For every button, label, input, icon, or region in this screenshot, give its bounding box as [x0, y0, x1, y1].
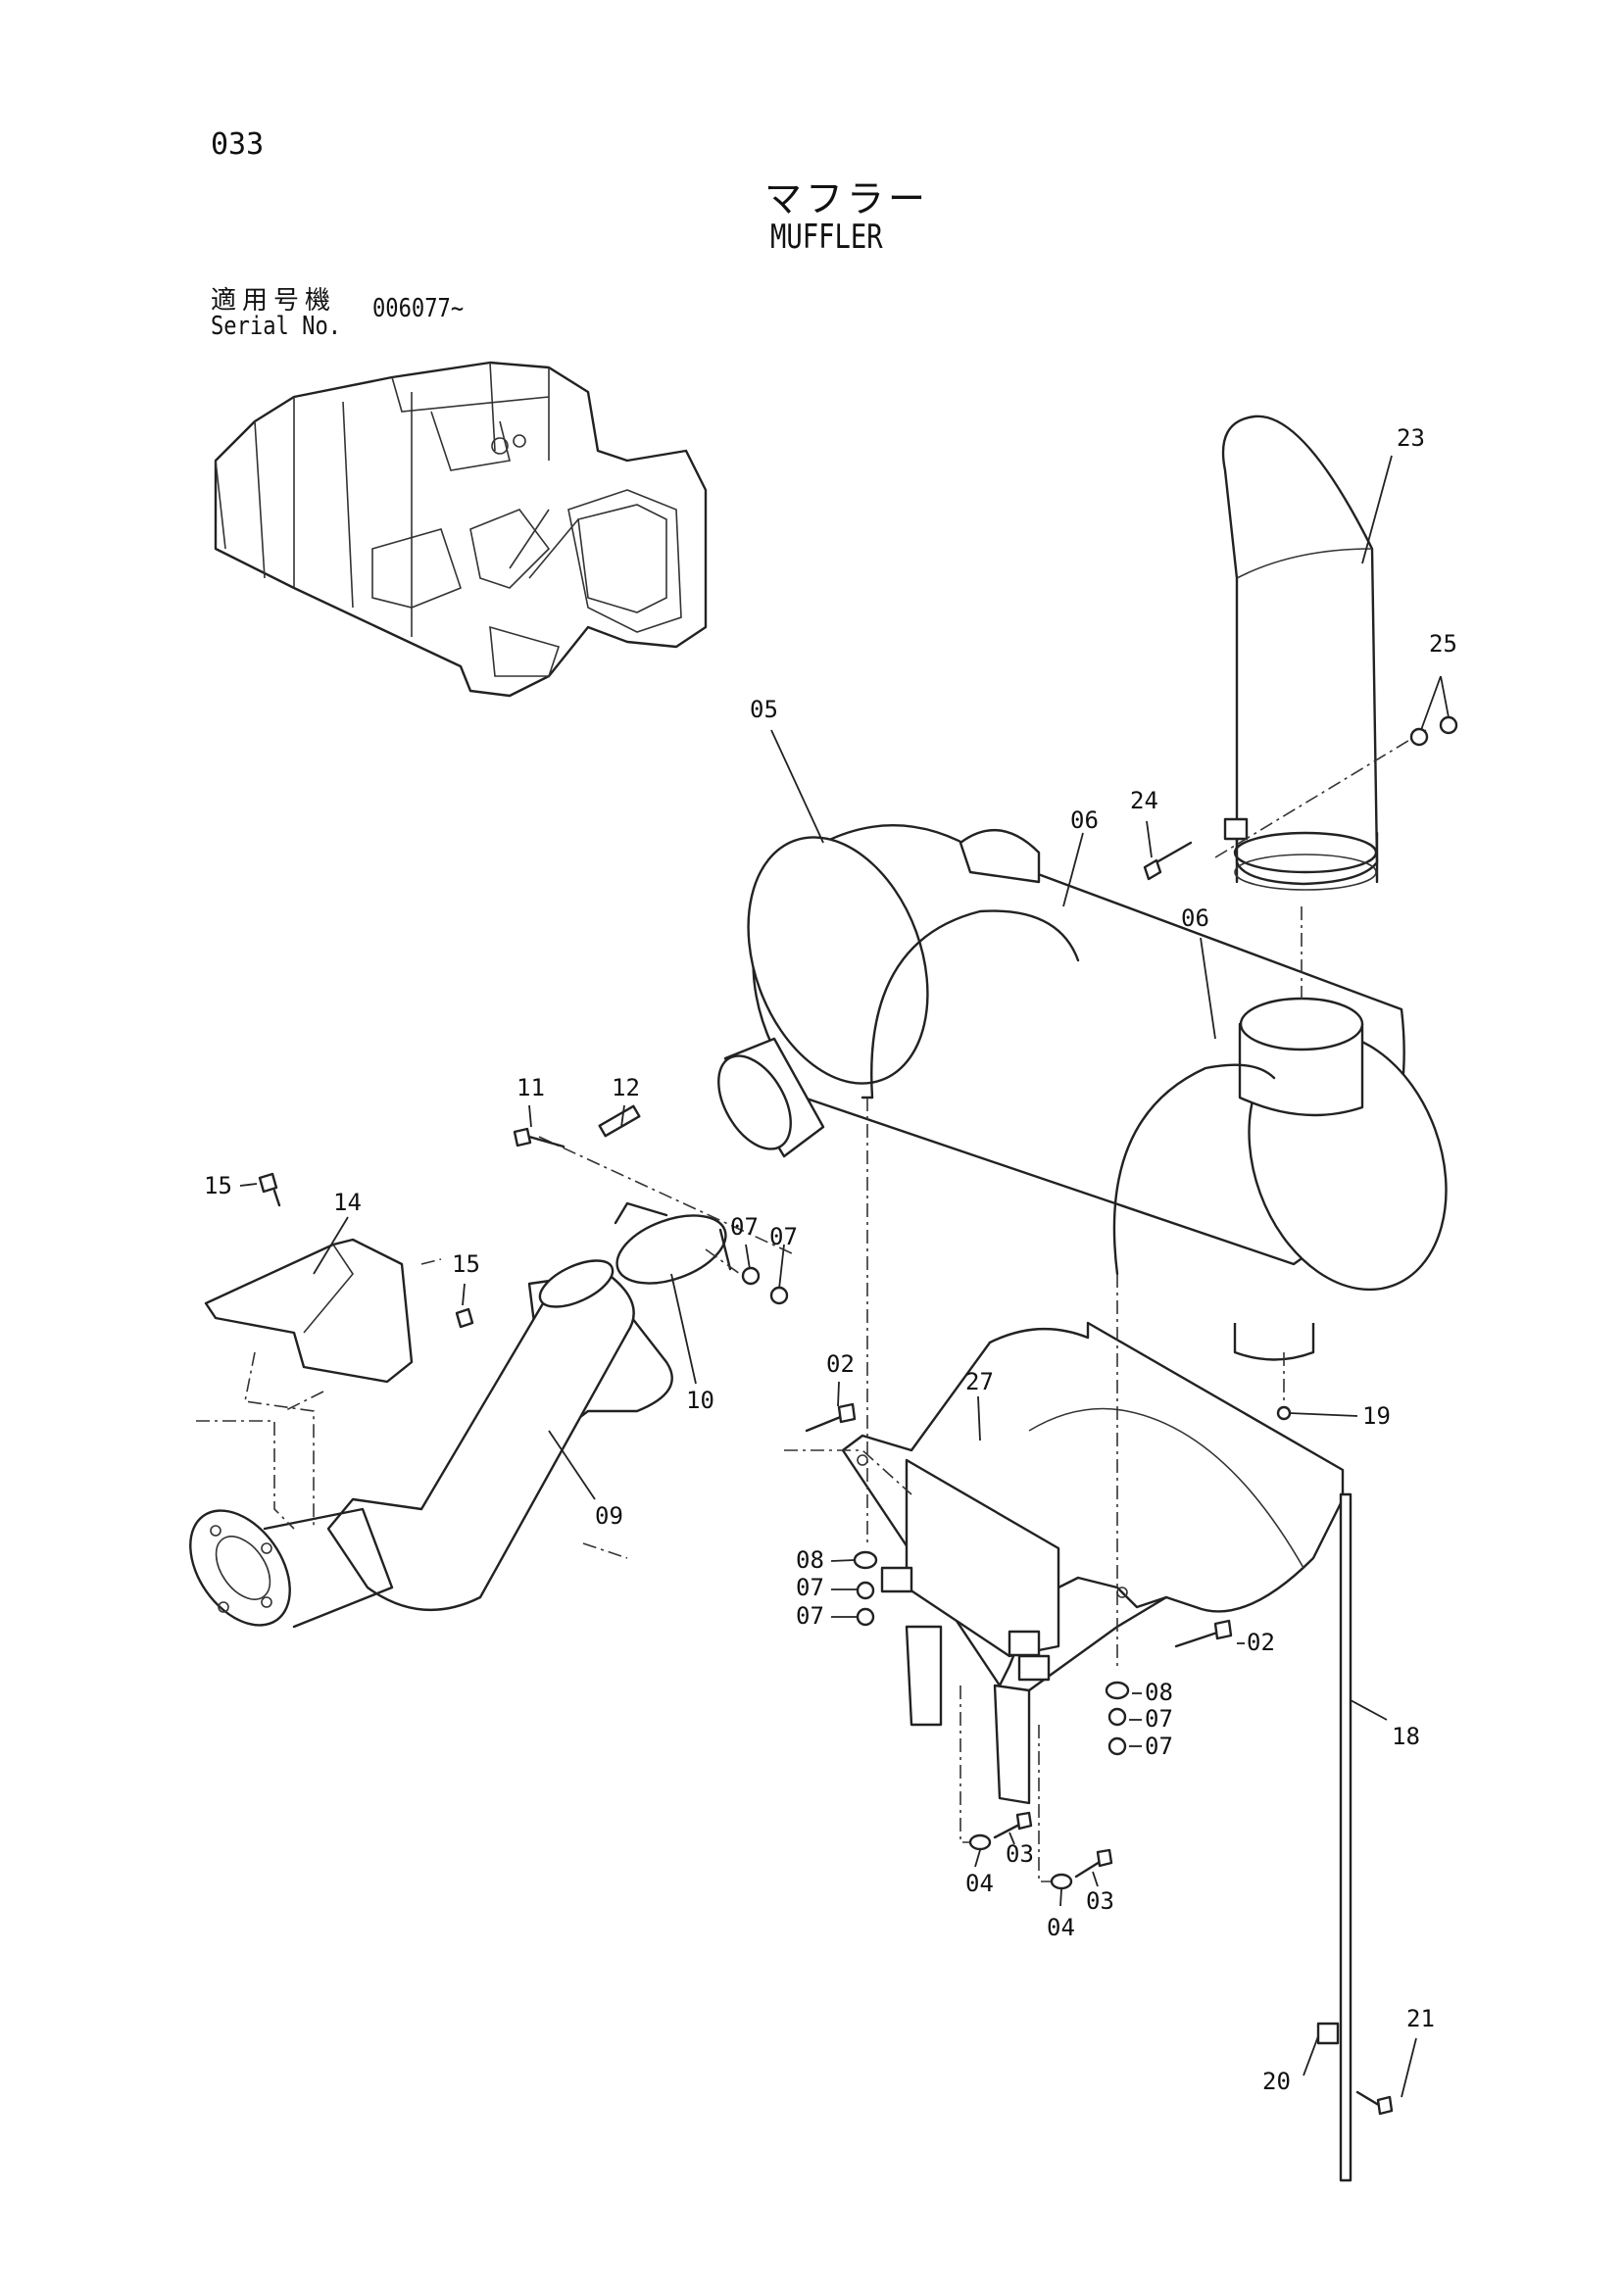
callout-07: 07: [730, 1213, 759, 1241]
heat-cover-14: [204, 1238, 414, 1384]
callout-25: 25: [1429, 630, 1457, 658]
callout-10: 10: [686, 1387, 714, 1414]
callout-04: 04: [1047, 1914, 1075, 1941]
clamp-10: [614, 1201, 732, 1285]
callout-07: 07: [796, 1602, 824, 1630]
callout-06: 06: [1070, 806, 1099, 834]
callout-04: 04: [965, 1870, 994, 1897]
callout-07: 07: [769, 1223, 798, 1250]
page-title: MUFFLER: [770, 218, 883, 257]
callout-05: 05: [750, 696, 778, 723]
callout-11: 11: [516, 1074, 545, 1101]
callout-08: 08: [1145, 1679, 1173, 1706]
bracket-27: [841, 1321, 1345, 1805]
serial-label-japanese: 適用号機: [211, 286, 337, 316]
drain-rod-18: [1316, 1492, 1352, 2182]
callout-15: 15: [204, 1172, 232, 1199]
page-number: 033: [211, 127, 265, 162]
fasteners: [258, 715, 1458, 2116]
callout-12: 12: [612, 1074, 640, 1101]
leader-lines: [239, 455, 1450, 2098]
callout-08: 08: [796, 1546, 824, 1574]
serial-label: Serial No.: [211, 312, 342, 341]
callout-labels: 05 06 06 23 25 24 11 12 15 14 15 07 07 1…: [204, 424, 1457, 2095]
callout-15: 15: [452, 1250, 480, 1278]
callout-07: 07: [1145, 1705, 1173, 1733]
callout-03: 03: [1086, 1887, 1114, 1915]
exhaust-pipe-09: [189, 1259, 673, 1629]
callout-06: 06: [1181, 904, 1209, 932]
machine-overview-illustration: [214, 361, 708, 698]
callout-02: 02: [826, 1350, 855, 1378]
callout-14: 14: [333, 1189, 362, 1216]
callout-19: 19: [1362, 1402, 1391, 1430]
assembly-lines: [196, 729, 1427, 1882]
callout-27: 27: [965, 1368, 994, 1395]
tail-pipe-23: [1221, 415, 1379, 891]
callout-07: 07: [1145, 1733, 1173, 1760]
callout-03: 03: [1006, 1840, 1034, 1868]
callout-02: 02: [1247, 1629, 1275, 1656]
callout-07: 07: [796, 1574, 824, 1601]
callout-24: 24: [1130, 787, 1158, 814]
callout-18: 18: [1392, 1723, 1420, 1750]
callout-09: 09: [595, 1502, 623, 1530]
serial-value: 006077~: [372, 294, 465, 323]
callout-23: 23: [1397, 424, 1425, 452]
title-japanese: マフラー: [764, 177, 930, 220]
callout-21: 21: [1406, 2005, 1435, 2032]
muffler-body-05: [717, 824, 1448, 1361]
callout-20: 20: [1262, 2068, 1291, 2095]
